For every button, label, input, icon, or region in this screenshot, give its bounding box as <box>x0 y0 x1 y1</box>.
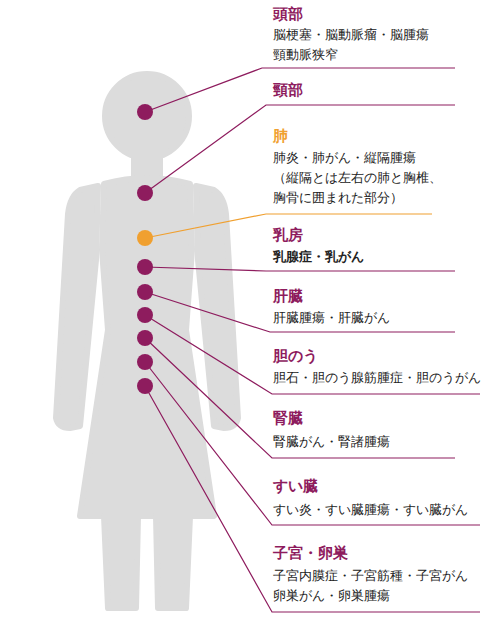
organ-heading: 腎臓 <box>273 408 473 428</box>
arm-shape <box>56 186 98 428</box>
disease-list: 子宮内膜症・子宮筋種・子宮がん 卵巣がん・卵巣腫瘍 <box>273 566 485 606</box>
disease-list: すい炎・すい臓腫瘍・すい臓がん <box>273 500 485 520</box>
disease-list: 肝臓腫瘍・肝臓がん <box>273 308 473 328</box>
organ-heading: すい臓 <box>273 476 473 496</box>
leg-shape <box>156 516 190 608</box>
disease-list: 乳腺症・乳がん <box>273 247 473 267</box>
female-silhouette <box>56 74 238 608</box>
marker-dot <box>137 284 153 300</box>
organ-heading: 胆のう <box>273 346 473 366</box>
marker-dot <box>137 354 153 370</box>
organ-heading: 肝臓 <box>273 286 473 306</box>
organ-heading: 肺 <box>273 126 473 146</box>
head-shape <box>105 74 189 158</box>
organ-heading: 乳房 <box>273 225 473 245</box>
disease-list: 脳梗塞・脳動脈瘤・脳腫瘍 頸動脈狭窄 <box>273 25 473 65</box>
marker-dot <box>137 104 153 120</box>
leader-line <box>145 362 480 525</box>
marker-dot <box>137 185 153 201</box>
marker-dot <box>137 230 153 246</box>
organ-heading: 頸部 <box>273 80 473 100</box>
organ-heading: 子宮・卵巣 <box>273 543 473 563</box>
marker-dot <box>137 307 153 323</box>
leader-line <box>145 267 455 271</box>
leg-shape <box>104 516 138 608</box>
disease-list: 胆石・胆のう腺筋腫症・胆のうがん <box>273 368 485 388</box>
marker-dot <box>137 259 153 275</box>
disease-list: 腎臓がん・腎諸腫瘍 <box>273 432 473 452</box>
organ-heading: 頭部 <box>273 4 473 24</box>
marker-dot <box>137 330 153 346</box>
marker-dot <box>137 378 153 394</box>
disease-list: 肺炎・肺がん・縦隔腫瘍 （縦隔とは左右の肺と胸椎、胸骨に囲まれた部分） <box>273 148 449 208</box>
